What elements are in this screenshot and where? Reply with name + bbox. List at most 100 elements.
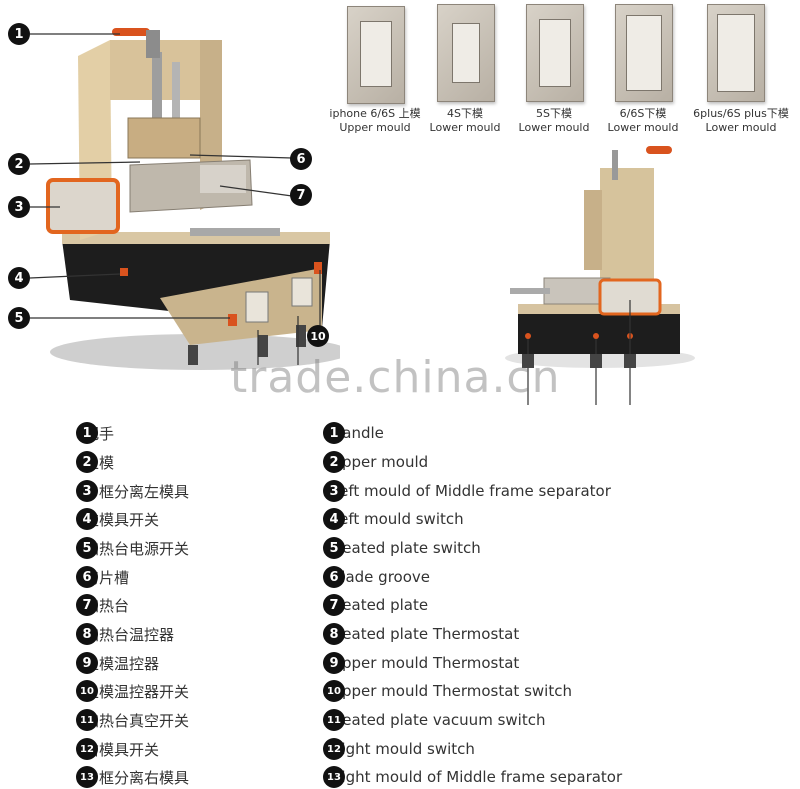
front-panel bbox=[160, 268, 322, 345]
mould-caption-iphone6-upper: iphone 6/6S 上模 Upper mould bbox=[329, 107, 421, 134]
foot-2 bbox=[258, 335, 268, 357]
mould-6plus-lower bbox=[707, 4, 765, 102]
legend-en-num-7: 7 bbox=[323, 594, 345, 616]
legend-en-num-10: 10 bbox=[323, 680, 345, 702]
handle-grip bbox=[112, 28, 150, 36]
side-foot-1 bbox=[522, 354, 534, 368]
mould-caption-6-lower: 6/6S下模 Lower mould bbox=[607, 107, 679, 134]
legend-zh-num-9: 9 bbox=[76, 652, 98, 674]
legend-en-num-9: 9 bbox=[323, 652, 345, 674]
callout-4: 4 bbox=[8, 267, 30, 289]
mould-6-lower bbox=[615, 4, 673, 102]
mould-5s-lower bbox=[526, 4, 584, 102]
legend-en-num-5: 5 bbox=[323, 537, 345, 559]
machine-front-photo bbox=[29, 28, 340, 370]
leader-line-6 bbox=[189, 154, 293, 159]
callout-10: 10 bbox=[307, 325, 329, 347]
mould-caption-5s-lower: 5S下模 Lower mould bbox=[518, 107, 590, 134]
foot-3 bbox=[296, 325, 306, 347]
leader-line-4 bbox=[29, 273, 121, 279]
legend-en-num-8: 8 bbox=[323, 623, 345, 645]
callout-3: 3 bbox=[8, 196, 30, 218]
legend-zh-num-5: 5 bbox=[76, 537, 98, 559]
legend-zh-num-12: 12 bbox=[76, 738, 98, 760]
machine-side-photo bbox=[505, 146, 695, 405]
callout-5: 5 bbox=[8, 307, 30, 329]
side-switch-2 bbox=[593, 333, 599, 339]
legend-zh-num-11: 11 bbox=[76, 709, 98, 731]
side-foot-3 bbox=[624, 354, 636, 368]
callout-6: 6 bbox=[290, 148, 312, 170]
foot-1 bbox=[188, 345, 198, 365]
mould-iphone6-upper bbox=[347, 6, 405, 104]
frame-top-panel bbox=[110, 40, 222, 100]
legend-en-num-2: 2 bbox=[323, 451, 345, 473]
upper-thermostat-display bbox=[245, 291, 269, 323]
leader-line-7 bbox=[219, 185, 293, 197]
mould-caption-4s-lower: 4S下模 Lower mould bbox=[429, 107, 501, 134]
legend-zh-num-8: 8 bbox=[76, 623, 98, 645]
watermark: trade.china.cn bbox=[230, 352, 561, 403]
side-rail bbox=[510, 288, 550, 294]
mould-caption-6plus-lower: 6plus/6S plus下模 Lower mould bbox=[693, 107, 789, 134]
legend-zh-num-10: 10 bbox=[76, 680, 98, 702]
legend-en-num-11: 11 bbox=[323, 709, 345, 731]
heated-plate-switch-icon bbox=[228, 314, 237, 326]
right-switch-icon bbox=[314, 262, 322, 274]
side-handle bbox=[646, 146, 672, 154]
side-switch-1 bbox=[525, 333, 531, 339]
legend-zh-num-1: 1 bbox=[76, 422, 98, 444]
legend-en-num-3: 3 bbox=[323, 480, 345, 502]
rod-left bbox=[152, 52, 162, 152]
legend-en-num-1: 1 bbox=[323, 422, 345, 444]
left-mould bbox=[46, 178, 120, 234]
legend-zh-num-7: 7 bbox=[76, 594, 98, 616]
heated-thermostat-display bbox=[291, 277, 313, 307]
side-rod bbox=[612, 150, 618, 180]
handle-arm bbox=[146, 30, 160, 58]
side-base bbox=[518, 312, 680, 354]
legend-zh-num-6: 6 bbox=[76, 566, 98, 588]
legend-zh-num-4: 4 bbox=[76, 508, 98, 530]
legend-zh-num-3: 3 bbox=[76, 480, 98, 502]
callout-2: 2 bbox=[8, 153, 30, 175]
callout-7: 7 bbox=[290, 184, 312, 206]
legend-en-num-4: 4 bbox=[323, 508, 345, 530]
rod-right bbox=[172, 62, 180, 152]
callout-1: 1 bbox=[8, 23, 30, 45]
upper-mould-block bbox=[127, 117, 201, 159]
mould-4s-lower bbox=[437, 4, 495, 102]
legend-zh-num-2: 2 bbox=[76, 451, 98, 473]
legend-en-num-12: 12 bbox=[323, 738, 345, 760]
left-mould-switch-icon bbox=[120, 268, 128, 276]
legend-zh-num-13: 13 bbox=[76, 766, 98, 788]
legend-en-num-13: 13 bbox=[323, 766, 345, 788]
leader-line-2 bbox=[29, 161, 141, 165]
slide-rail bbox=[190, 228, 280, 236]
legend-en-num-6: 6 bbox=[323, 566, 345, 588]
